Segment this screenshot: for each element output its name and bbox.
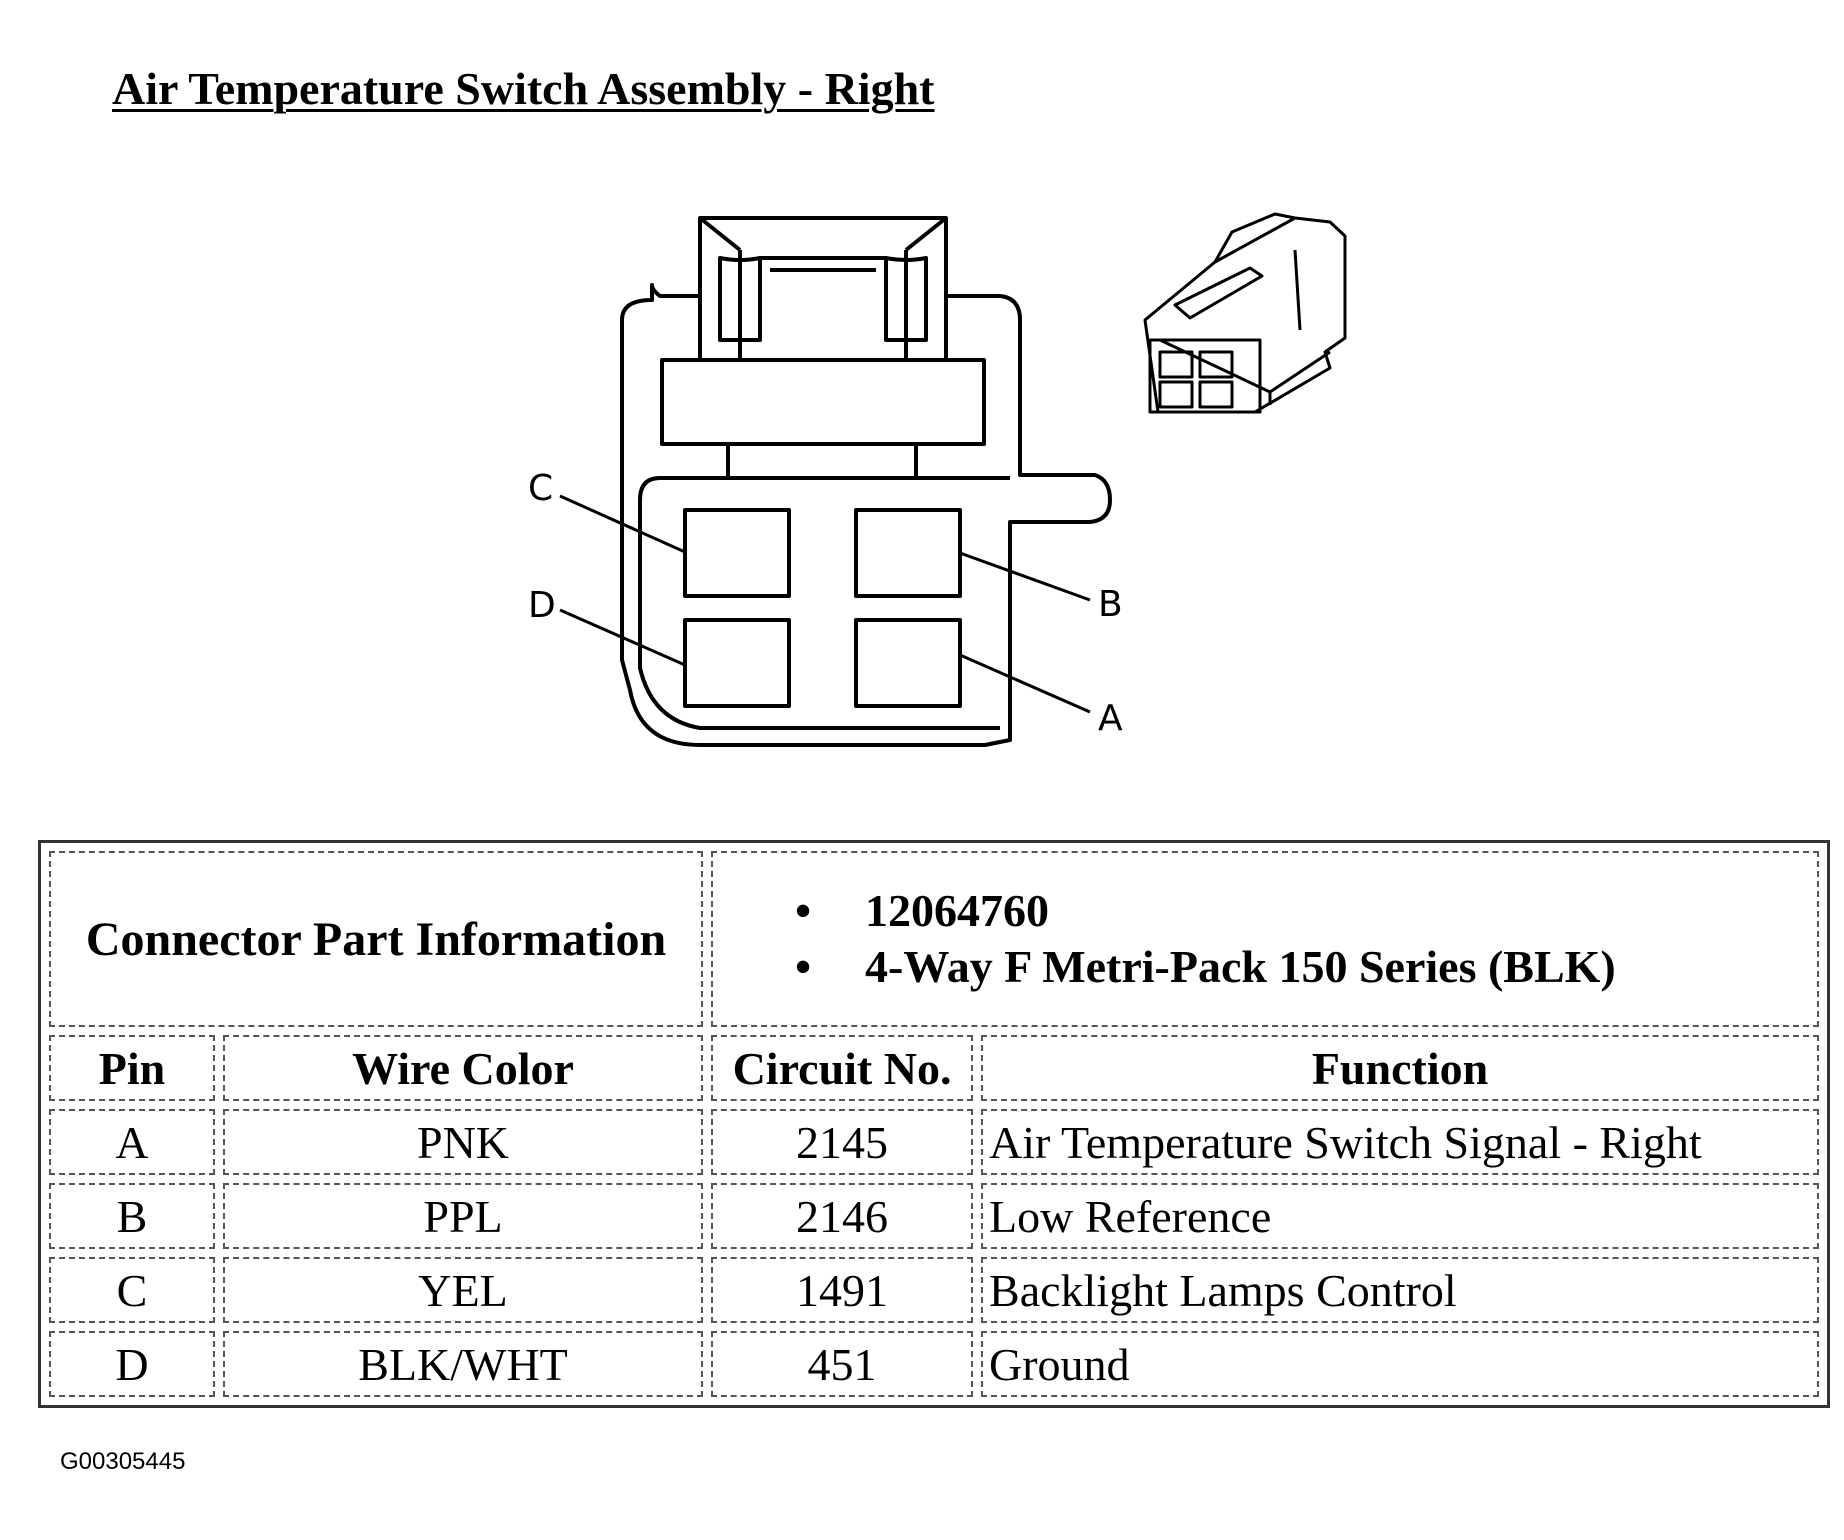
pin-label-d: D xyxy=(528,585,556,626)
circuit-cell: 1491 xyxy=(711,1257,974,1323)
function-cell: Backlight Lamps Control xyxy=(981,1257,1820,1323)
figure-code: G00305445 xyxy=(60,1448,186,1475)
wire-color-cell: BLK/WHT xyxy=(223,1331,704,1397)
connector-latch-frame xyxy=(698,216,948,360)
connector-diagram: C D B A xyxy=(528,212,1347,747)
pin-cell: A xyxy=(49,1109,215,1175)
wire-color-cell: YEL xyxy=(223,1257,704,1323)
column-header-pin: Pin xyxy=(49,1035,215,1101)
connector-info-values: 12064760 4-Way F Metri-Pack 150 Series (… xyxy=(711,851,1820,1027)
connector-body-outline xyxy=(620,216,1112,747)
connector-info-row: Connector Part Information 12064760 4-Wa… xyxy=(49,851,1820,1027)
pin-label-a: A xyxy=(1098,698,1123,739)
connector-latch-neck xyxy=(726,442,918,480)
function-cell: Air Temperature Switch Signal - Right xyxy=(981,1109,1820,1175)
pin-cavity-b xyxy=(854,508,962,598)
leader-d xyxy=(559,608,686,667)
wire-color-cell: PNK xyxy=(223,1109,704,1175)
column-header-function: Function xyxy=(981,1035,1820,1101)
connector-info-label: Connector Part Information xyxy=(49,851,704,1027)
pin-cell: B xyxy=(49,1183,215,1249)
connector-cavity-frame xyxy=(638,476,1012,740)
function-cell: Ground xyxy=(981,1331,1820,1397)
connector-pinout-table: Connector Part Information 12064760 4-Wa… xyxy=(38,840,1831,1408)
connector-latch-ridge xyxy=(760,256,886,272)
connector-latch-arm xyxy=(718,256,928,342)
leader-b xyxy=(959,551,1091,602)
connector-isometric-view xyxy=(1143,212,1347,414)
leader-a xyxy=(959,653,1091,714)
page-title: Air Temperature Switch Assembly - Right xyxy=(112,63,935,114)
pin-cavity-c xyxy=(683,508,791,598)
pin-cavity-d xyxy=(683,618,791,708)
pin-cell: C xyxy=(49,1257,215,1323)
pin-cavity-a xyxy=(854,618,962,708)
circuit-cell: 451 xyxy=(711,1331,974,1397)
table-row: B PPL 2146 Low Reference xyxy=(49,1183,1820,1249)
pin-cell: D xyxy=(49,1331,215,1397)
circuit-cell: 2146 xyxy=(711,1183,974,1249)
part-number: 12064760 xyxy=(795,883,1811,939)
connector-latch-block xyxy=(660,358,986,446)
column-header-circuit: Circuit No. xyxy=(711,1035,974,1101)
column-header-wire-color: Wire Color xyxy=(223,1035,704,1101)
wire-color-cell: PPL xyxy=(223,1183,704,1249)
function-cell: Low Reference xyxy=(981,1183,1820,1249)
pin-label-c: C xyxy=(528,468,553,509)
table-row: A PNK 2145 Air Temperature Switch Signal… xyxy=(49,1109,1820,1175)
circuit-cell: 2145 xyxy=(711,1109,974,1175)
part-description: 4-Way F Metri-Pack 150 Series (BLK) xyxy=(795,939,1811,995)
pin-label-b: B xyxy=(1098,584,1123,625)
table-row: D BLK/WHT 451 Ground xyxy=(49,1331,1820,1397)
leader-c xyxy=(559,494,686,554)
table-header-row: Pin Wire Color Circuit No. Function xyxy=(49,1035,1820,1101)
table-row: C YEL 1491 Backlight Lamps Control xyxy=(49,1257,1820,1323)
